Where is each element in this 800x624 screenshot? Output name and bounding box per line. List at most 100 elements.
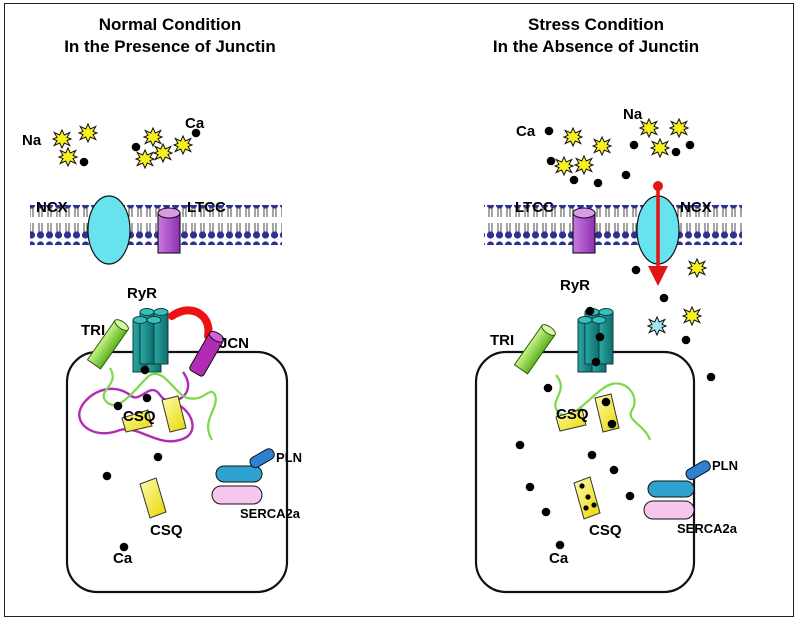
stress-ryr-label: RyR [560, 277, 590, 294]
na-ion-icon [52, 129, 72, 149]
serca2a-pump [211, 465, 263, 505]
stress-ca-top-label: Ca [516, 123, 536, 140]
ryr-channel [132, 308, 169, 373]
ltcc-channel [572, 207, 596, 254]
stress-ncx-label: NCX [680, 199, 712, 216]
normal-pln-label: PLN [276, 450, 302, 465]
ca-ion-icon [102, 471, 112, 481]
ca-ion-icon [671, 147, 681, 157]
stress-serca-label: SERCA2a [677, 521, 738, 536]
ca-ion-icon [609, 465, 619, 475]
triadin-protein [513, 324, 556, 375]
na-ion-icon [574, 155, 594, 175]
ca-ion-icon [543, 383, 553, 393]
stress-tri-label: TRI [490, 332, 514, 349]
junctin-ryr-link [168, 306, 213, 340]
normal-serca-label: SERCA2a [240, 506, 301, 521]
ca-ion-icon [631, 265, 641, 275]
ca-ion-icon [629, 140, 639, 150]
ca-ion-icon [595, 332, 605, 342]
normal-tri-label: TRI [81, 322, 105, 339]
stress-title-line1: Stress Condition [528, 15, 664, 34]
ca-ion-icon [587, 450, 597, 460]
stress-title-line2: In the Absence of Junctin [493, 37, 699, 56]
na-ion-icon [153, 143, 173, 163]
na-ion-icon [687, 258, 707, 278]
ca-ion-icon [681, 335, 691, 345]
ca-influx-arrow [648, 181, 668, 286]
ca-ion-icon [591, 357, 601, 367]
ca-ion-icon [525, 482, 535, 492]
normal-jcn-label: JCN [219, 335, 249, 352]
stress-ltcc-label: LTCC [515, 199, 554, 216]
normal-ca-bottom-label: Ca [113, 550, 133, 567]
stress-ca-bottom-label: Ca [549, 550, 569, 567]
normal-title-line1: Normal Condition [99, 15, 242, 34]
normal-ncx-label: NCX [36, 199, 68, 216]
triadin-protein [86, 319, 129, 370]
ca-ion-icon [140, 365, 150, 375]
plasma-membrane [30, 205, 282, 245]
phospholamban [249, 448, 275, 469]
panel-normal: Normal Condition In the Presence of Junc… [22, 15, 302, 594]
na-ion-icon [669, 118, 689, 138]
na-ion-icon [143, 127, 163, 147]
stress-pln-label: PLN [712, 458, 738, 473]
ca-ion-icon [706, 372, 716, 382]
ca-ion-icon [593, 178, 603, 188]
serca2a-pump [643, 480, 695, 520]
junctin-protein [189, 331, 225, 377]
na-ion-icon [592, 136, 612, 156]
ltcc-channel [157, 207, 181, 254]
ca-ion-icon [585, 306, 595, 316]
stress-csq-lower-label: CSQ [589, 522, 622, 539]
ca-ion-icon [569, 175, 579, 185]
ca-ion-icon [153, 452, 163, 462]
na-ion-icon [78, 123, 98, 143]
panel-stress: Stress Condition In the Absence of Junct… [474, 15, 742, 594]
normal-ca-top-label: Ca [185, 115, 205, 132]
ca-ion-icon [659, 293, 669, 303]
junctin-tail [78, 371, 194, 443]
ca-ion-icon [607, 419, 617, 429]
calsequestrin-lower [573, 476, 601, 520]
ca-ion-icon [191, 128, 201, 138]
normal-title-line2: In the Presence of Junctin [64, 37, 276, 56]
ca-ion-icon [625, 491, 635, 501]
na-ion-icon [682, 306, 702, 326]
na-ion-icon [135, 149, 155, 169]
na-ion-icon [173, 135, 193, 155]
ncx-exchanger [87, 195, 131, 265]
ca-ion-icon [541, 507, 551, 517]
na-ion-icon [563, 127, 583, 147]
triadin-tail [102, 367, 217, 441]
phospholamban [685, 460, 711, 481]
triadin-tail [554, 374, 652, 441]
na-ion-icon [554, 156, 574, 176]
na-ion-icon [58, 147, 78, 167]
na-ion-icon [639, 118, 659, 138]
ca-ion-icon [119, 542, 129, 552]
plasma-membrane [484, 205, 742, 245]
ca-ion-icon [555, 540, 565, 550]
ca-ion-icon [546, 156, 556, 166]
ca-ion-icon [113, 401, 123, 411]
calsequestrin-upper [121, 395, 187, 433]
normal-ryr-label: RyR [127, 285, 157, 302]
normal-csq-upper-label: CSQ [123, 408, 156, 425]
normal-csq-lower-label: CSQ [150, 522, 183, 539]
ca-ion-icon [131, 142, 141, 152]
stress-csq-upper-label: CSQ [556, 406, 589, 423]
na-ion-icon [650, 138, 670, 158]
calsequestrin-lower [139, 477, 167, 519]
ca-ion-icon [79, 157, 89, 167]
normal-na-label: Na [22, 132, 42, 149]
normal-ltcc-label: LTCC [187, 199, 226, 216]
stress-na-label: Na [623, 106, 643, 123]
ca-ion-icon [685, 140, 695, 150]
sr-compartment [474, 350, 696, 594]
ca-ion-icon [142, 393, 152, 403]
sr-compartment [65, 350, 289, 594]
na-ion-icon [647, 316, 667, 336]
